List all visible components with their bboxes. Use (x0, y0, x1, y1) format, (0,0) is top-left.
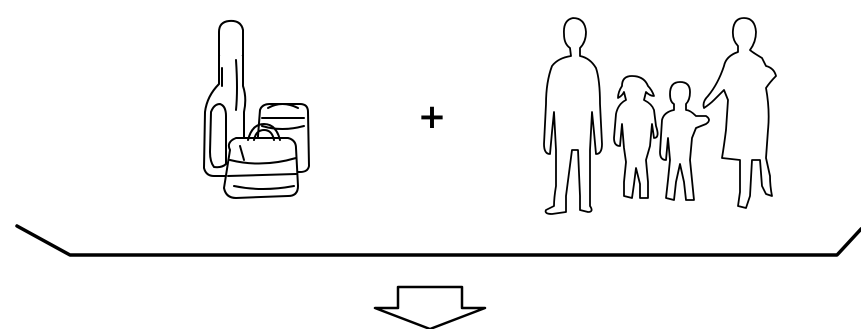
grouping-bracket (17, 226, 861, 255)
girl-figure (614, 76, 658, 198)
man-figure (544, 18, 602, 214)
down-arrow-icon (375, 287, 485, 329)
boy-figure (660, 82, 709, 200)
family-silhouette-icon (544, 18, 776, 214)
plus-sign: + (417, 100, 447, 134)
luggage-icon (204, 21, 309, 198)
woman-figure (704, 18, 777, 208)
